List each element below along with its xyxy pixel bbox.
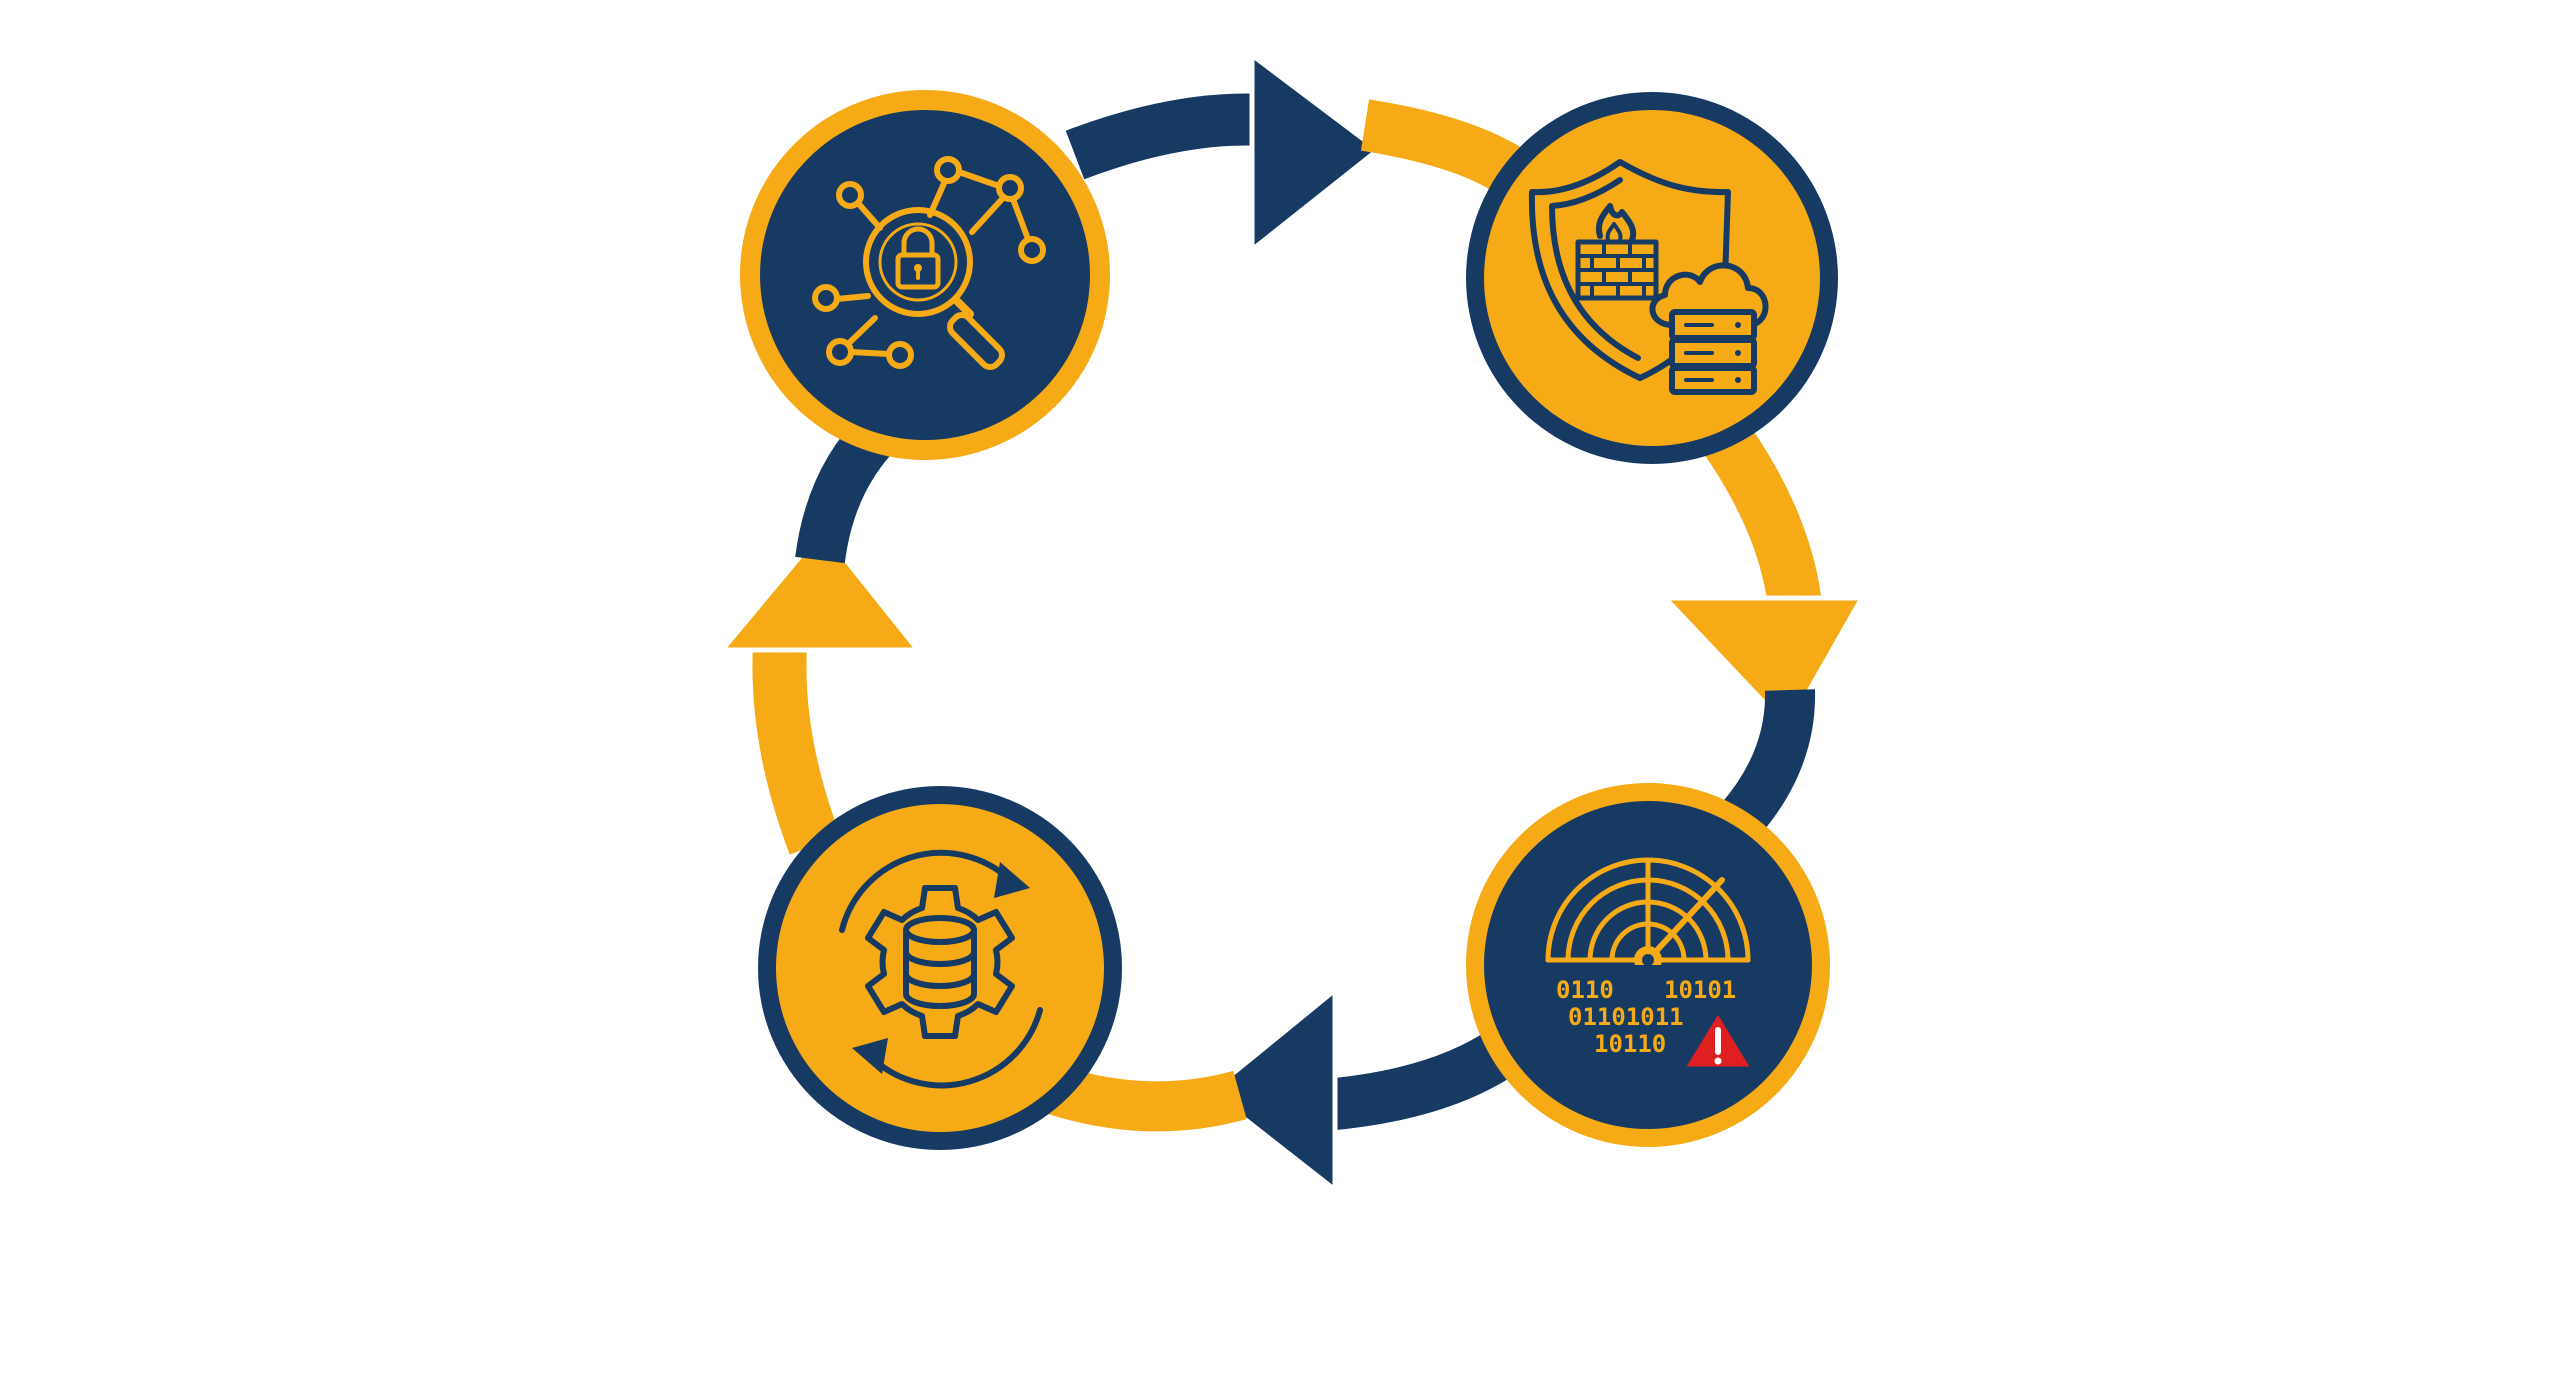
network-lock-magnifier-icon <box>812 156 1046 370</box>
gear-database-cycle-icon <box>839 849 1043 1089</box>
arrow-identify-to-protect <box>1065 49 1383 256</box>
binary-line-1-left: 0110 <box>1556 976 1614 1004</box>
arrow-protect-to-detect <box>1360 99 1867 837</box>
node-detect: 0110 10101 01101011 10110 <box>1466 783 1830 1147</box>
node-protect <box>1466 92 1838 464</box>
binary-line-1-right: 10101 <box>1664 976 1736 1004</box>
arrow-detect-to-recover <box>1047 984 1520 1196</box>
binary-line-2: 01101011 <box>1568 1003 1684 1031</box>
warning-alert-icon <box>1682 1010 1754 1070</box>
arrow-recover-to-identify <box>716 412 924 855</box>
shield-firewall-cloud-server-icon <box>1528 159 1769 395</box>
radar-binary-alert-icon <box>1545 857 1751 974</box>
binary-line-3: 10110 <box>1594 1030 1666 1058</box>
binary-stream: 0110 10101 01101011 10110 <box>1548 965 1748 1058</box>
node-identify <box>740 90 1110 460</box>
node-recover <box>758 786 1122 1150</box>
